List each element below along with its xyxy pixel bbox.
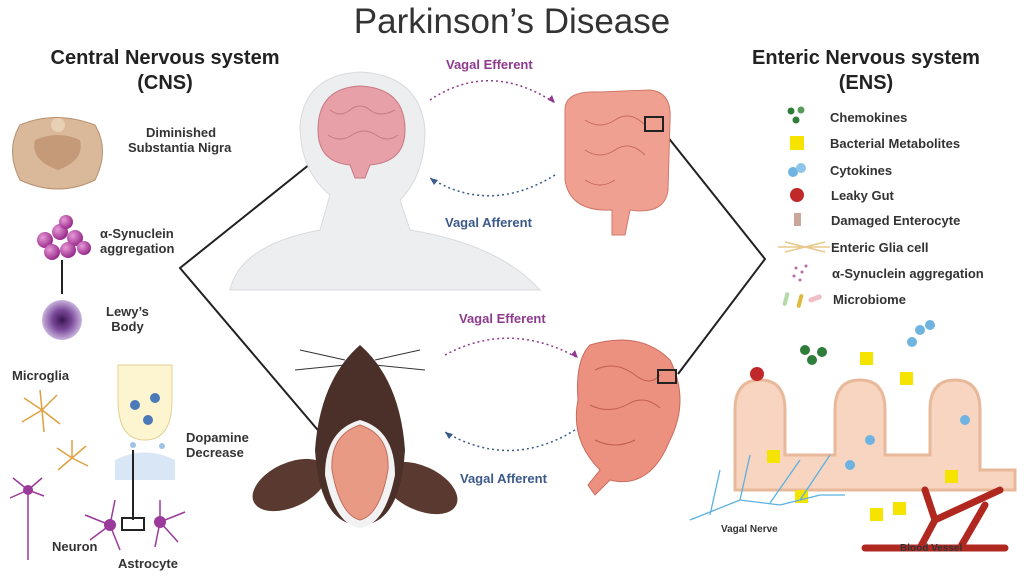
vagal-nerve-label: Vagal Nerve [721,524,778,535]
legend-synuclein: α-Synuclein aggregation [832,266,984,281]
ens-heading-line2: (ENS) [838,72,894,94]
legend-leaky-gut: Leaky Gut [831,188,894,203]
astrocyte-label: Astrocyte [118,556,178,571]
substantia-nigra-image [12,117,103,190]
cns-heading: Central Nervous system (CNS) [20,46,310,96]
microglia-label: Microglia [12,368,70,383]
large-intestine-image [564,89,671,236]
legend-microbiome: Microbiome [833,292,906,307]
legend-damaged-enterocyte: Damaged Enterocyte [831,213,961,228]
brain-image [317,85,406,179]
dopamine-line1: Dopamine [186,430,249,445]
ens-heading-line1: Enteric Nervous system [752,47,980,69]
microglia-cells [21,389,89,471]
blood-vessel-label: Blood Vessel [900,543,963,554]
neuron-astrocyte [9,477,186,560]
connector-lines [178,130,767,463]
cns-synuclein-line2: aggregation [100,241,175,256]
human-head-silhouette [229,71,542,291]
synapse-image [115,364,175,531]
cns-heading-line1: Central Nervous system [50,47,280,69]
lewy-body-label: Lewy’s Body [106,304,149,334]
legend-icons [778,106,830,308]
cns-heading-line2: (CNS) [137,72,193,94]
gut-villi-panel [689,320,1017,552]
top-vagal-afferent-label: Vagal Afferent [445,215,532,230]
rat-head-image [252,345,458,528]
lewy-line2: Body [111,319,144,334]
lewy-body [42,300,82,340]
dopamine-label: Dopamine Decrease [186,430,249,460]
substantia-line1: Diminished [146,125,217,140]
cns-synuclein-line1: α-Synuclein [100,226,174,241]
arrowheads [430,95,578,439]
synuclein-cluster [37,215,91,260]
bottom-vagal-efferent-label: Vagal Efferent [459,311,546,326]
legend-bacterial-metabolites: Bacterial Metabolites [830,136,961,151]
ens-heading: Enteric Nervous system (ENS) [720,46,1012,96]
legend-enteric-glia: Enteric Glia cell [831,240,929,255]
legend-cytokines: Cytokines [830,163,893,178]
lewy-line1: Lewy’s [106,304,149,319]
top-vagal-efferent-label: Vagal Efferent [446,57,533,72]
cns-synuclein-label: α-Synuclein aggregation [100,226,174,256]
small-intestine-image [575,339,681,496]
bottom-vagal-afferent-label: Vagal Afferent [460,471,547,486]
substantia-nigra-label: Diminished Substantia Nigra [128,125,231,155]
page-title: Parkinson’s Disease [353,2,671,41]
substantia-line2: Substantia Nigra [128,140,232,155]
legend-chemokines: Chemokines [830,110,908,125]
vagal-arrows [429,80,579,452]
neuron-label: Neuron [52,539,98,554]
dopamine-line2: Decrease [186,445,244,460]
